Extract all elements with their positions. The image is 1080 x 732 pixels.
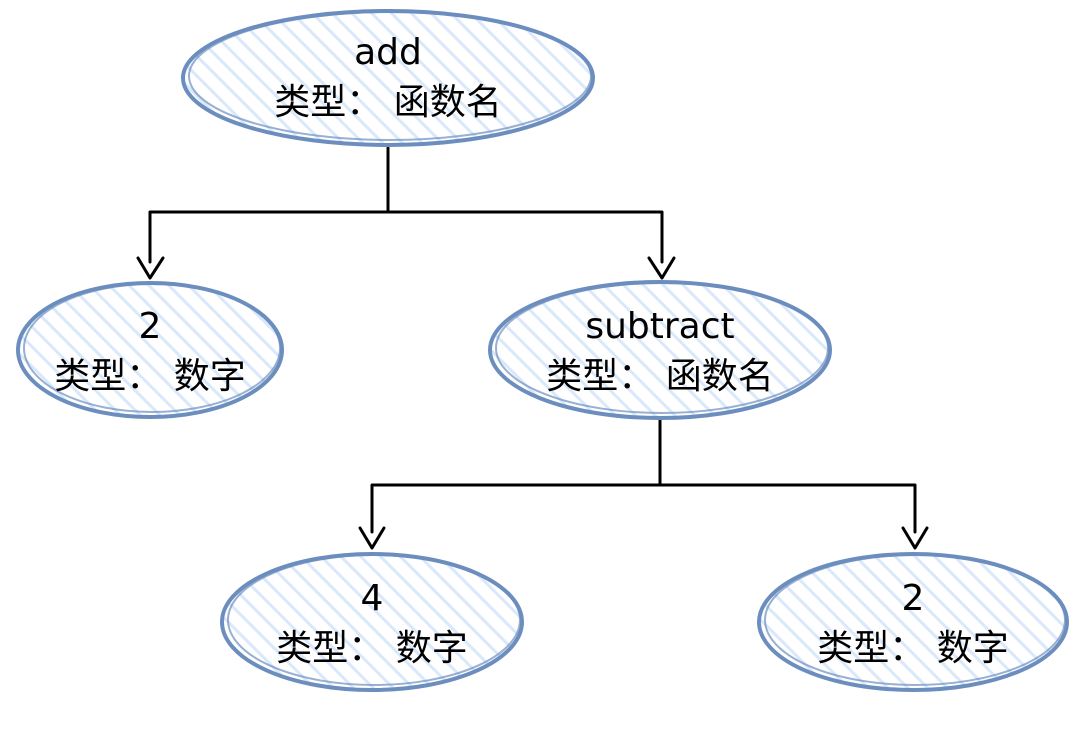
node-four: 4 类型： 数字 [220, 552, 524, 692]
arrowhead-to-two-left [136, 256, 165, 280]
edge-add-to-children [148, 146, 664, 264]
node-add-name: add [354, 32, 422, 73]
node-two-left-sketch-stroke [23, 283, 281, 413]
node-subtract-type: 类型： 函数名 [546, 356, 773, 397]
node-two-left-type: 类型： 数字 [54, 356, 245, 397]
node-subtract-shape [488, 280, 832, 420]
node-two-left-name: 2 [139, 306, 162, 347]
node-add-type: 类型： 函数名 [274, 82, 501, 123]
node-subtract-sketch-stroke [495, 282, 829, 414]
node-four-sketch-stroke [227, 554, 521, 686]
node-add-sketch-stroke [188, 11, 592, 141]
node-four-shape [220, 552, 524, 692]
node-two-right-shape [757, 552, 1069, 692]
node-two-left-shape [16, 281, 284, 419]
node-add-shape [181, 9, 595, 147]
node-subtract-name: subtract [585, 306, 734, 347]
node-four-name: 4 [361, 578, 384, 619]
edges [136, 146, 929, 550]
edge-subtract-to-children [370, 418, 917, 534]
node-add: add 类型： 函数名 [181, 9, 595, 147]
node-two-left: 2 类型： 数字 [16, 281, 284, 419]
node-subtract: subtract 类型： 函数名 [488, 280, 832, 420]
arrowhead-to-subtract [647, 256, 676, 280]
arrowhead-to-four [358, 526, 386, 550]
node-two-right: 2 类型： 数字 [757, 552, 1069, 692]
node-four-type: 类型： 数字 [276, 628, 467, 669]
node-two-right-name: 2 [902, 578, 925, 619]
arrowhead-to-two-right [901, 526, 929, 550]
node-two-right-sketch-stroke [764, 554, 1066, 686]
node-two-right-type: 类型： 数字 [817, 628, 1008, 669]
